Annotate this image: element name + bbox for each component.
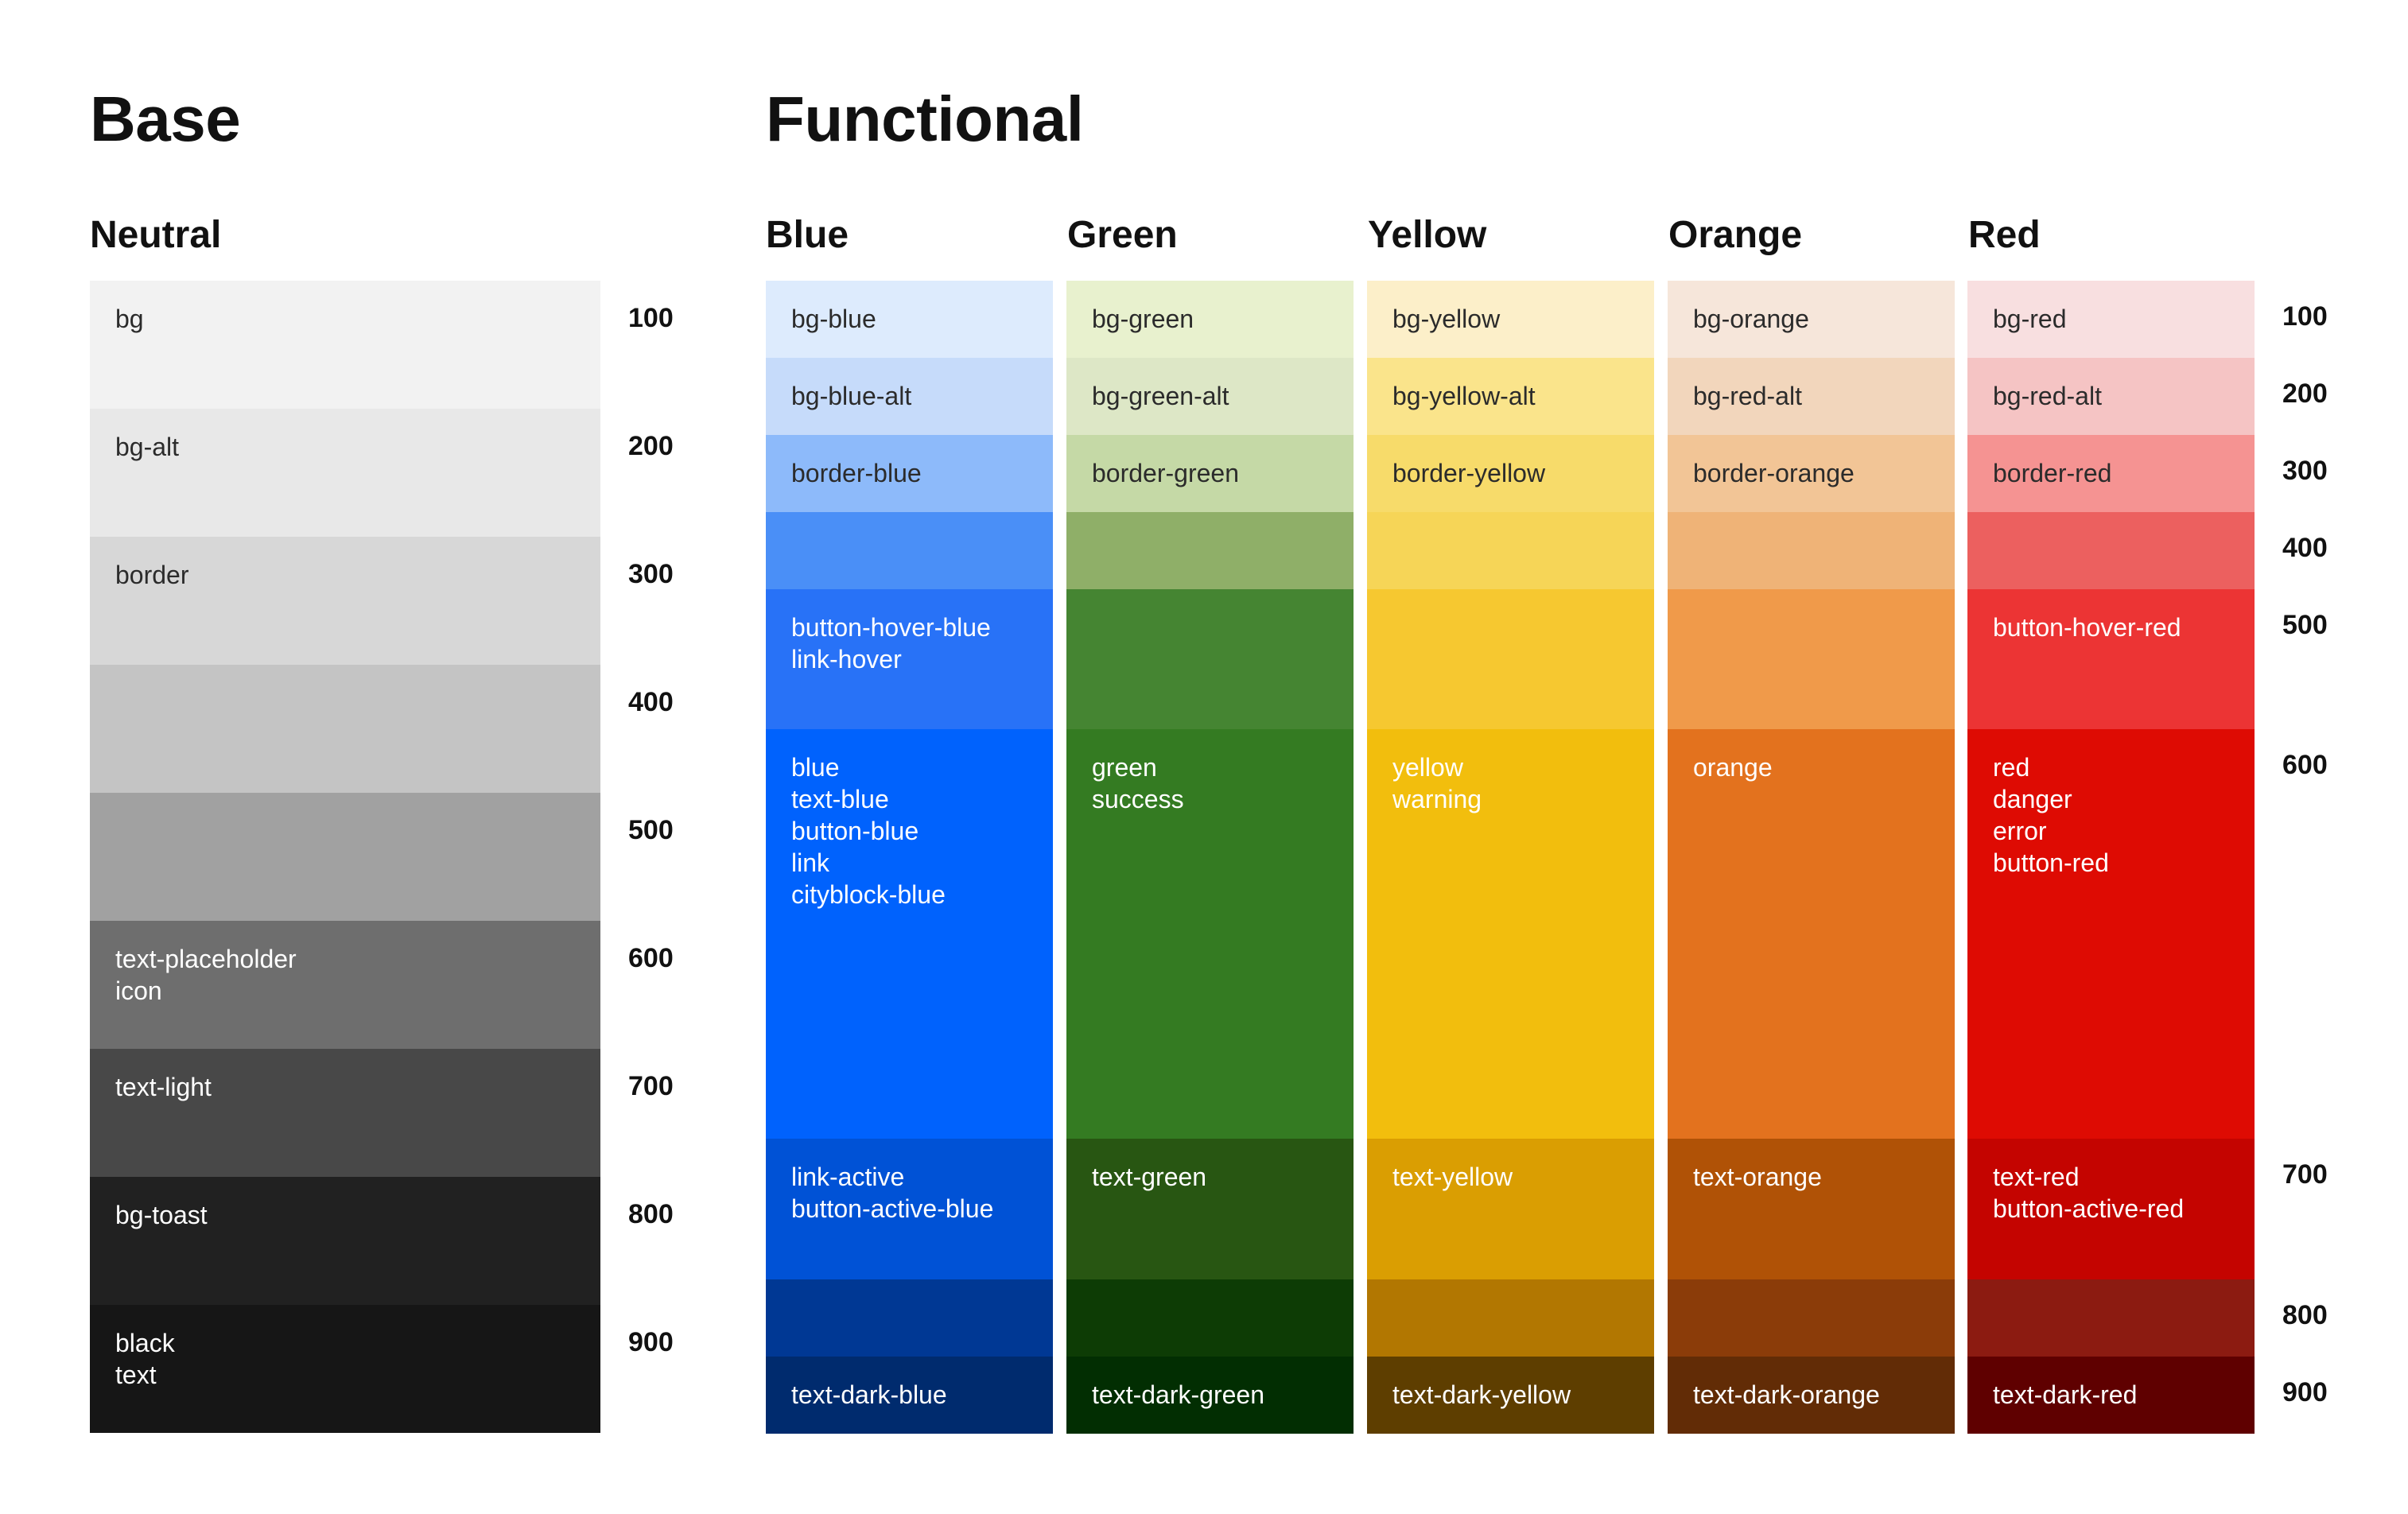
group-title-yellow: Yellow bbox=[1368, 214, 1487, 256]
orange-swatch-300: border-orange bbox=[1668, 435, 1955, 512]
red-scale-label-600: 600 bbox=[2282, 750, 2328, 780]
yellow-swatch-800 bbox=[1367, 1279, 1654, 1357]
neutral-swatch-300: border bbox=[90, 537, 600, 665]
neutral-swatch-600: text-placeholder icon bbox=[90, 921, 600, 1049]
orange-swatch-200: bg-red-alt bbox=[1668, 358, 1955, 435]
yellow-swatch-700: text-yellow bbox=[1367, 1139, 1654, 1279]
orange-swatch-400 bbox=[1668, 512, 1955, 589]
neutral-swatch-700: text-light bbox=[90, 1049, 600, 1177]
neutral-scale-label-300: 300 bbox=[628, 559, 674, 589]
neutral-swatch-100: bg bbox=[90, 281, 600, 409]
green-swatch-300: border-green bbox=[1066, 435, 1354, 512]
orange-swatch-100: bg-orange bbox=[1668, 281, 1955, 358]
blue-swatch-400 bbox=[766, 512, 1053, 589]
red-swatch-300: border-red bbox=[1967, 435, 2255, 512]
red-swatch-200: bg-red-alt bbox=[1967, 358, 2255, 435]
red-scale-label-400: 400 bbox=[2282, 533, 2328, 563]
yellow-swatch-900: text-dark-yellow bbox=[1367, 1357, 1654, 1434]
yellow-swatch-300: border-yellow bbox=[1367, 435, 1654, 512]
green-swatch-700: text-green bbox=[1066, 1139, 1354, 1279]
red-scale-label-200: 200 bbox=[2282, 378, 2328, 409]
blue-swatch-100: bg-blue bbox=[766, 281, 1053, 358]
red-scale-label-700: 700 bbox=[2282, 1159, 2328, 1190]
blue-swatch-500: button-hover-blue link-hover bbox=[766, 589, 1053, 729]
neutral-scale-label-800: 800 bbox=[628, 1199, 674, 1229]
neutral-swatch-500 bbox=[90, 793, 600, 921]
neutral-scale-label-400: 400 bbox=[628, 687, 674, 717]
group-title-blue: Blue bbox=[766, 214, 849, 256]
yellow-swatch-400 bbox=[1367, 512, 1654, 589]
group-title-neutral: Neutral bbox=[90, 214, 222, 256]
blue-swatch-200: bg-blue-alt bbox=[766, 358, 1053, 435]
orange-swatch-600: orange bbox=[1668, 729, 1955, 1139]
red-swatch-500: button-hover-red bbox=[1967, 589, 2255, 729]
orange-swatch-500 bbox=[1668, 589, 1955, 729]
green-swatch-900: text-dark-green bbox=[1066, 1357, 1354, 1434]
neutral-scale-label-500: 500 bbox=[628, 815, 674, 845]
blue-swatch-600: blue text-blue button-blue link citybloc… bbox=[766, 729, 1053, 1139]
red-swatch-800 bbox=[1967, 1279, 2255, 1357]
yellow-swatch-600: yellow warning bbox=[1367, 729, 1654, 1139]
blue-swatch-800 bbox=[766, 1279, 1053, 1357]
blue-swatch-700: link-active button-active-blue bbox=[766, 1139, 1053, 1279]
red-swatch-400 bbox=[1967, 512, 2255, 589]
neutral-scale-label-200: 200 bbox=[628, 431, 674, 461]
yellow-swatch-500 bbox=[1367, 589, 1654, 729]
neutral-scale-label-700: 700 bbox=[628, 1071, 674, 1101]
yellow-swatch-200: bg-yellow-alt bbox=[1367, 358, 1654, 435]
green-swatch-600: green success bbox=[1066, 729, 1354, 1139]
group-title-orange: Orange bbox=[1668, 214, 1803, 256]
group-title-green: Green bbox=[1067, 214, 1178, 256]
neutral-swatch-200: bg-alt bbox=[90, 409, 600, 537]
blue-swatch-900: text-dark-blue bbox=[766, 1357, 1053, 1434]
red-swatch-900: text-dark-red bbox=[1967, 1357, 2255, 1434]
red-scale-label-900: 900 bbox=[2282, 1377, 2328, 1407]
neutral-swatch-400 bbox=[90, 665, 600, 793]
neutral-scale-label-600: 600 bbox=[628, 943, 674, 973]
heading-functional: Functional bbox=[766, 83, 1084, 154]
yellow-swatch-100: bg-yellow bbox=[1367, 281, 1654, 358]
neutral-swatch-800: bg-toast bbox=[90, 1177, 600, 1305]
red-swatch-700: text-red button-active-red bbox=[1967, 1139, 2255, 1279]
green-swatch-800 bbox=[1066, 1279, 1354, 1357]
red-swatch-100: bg-red bbox=[1967, 281, 2255, 358]
orange-swatch-700: text-orange bbox=[1668, 1139, 1955, 1279]
red-scale-label-800: 800 bbox=[2282, 1300, 2328, 1330]
red-scale-label-500: 500 bbox=[2282, 610, 2328, 640]
red-scale-label-300: 300 bbox=[2282, 456, 2328, 486]
red-scale-label-100: 100 bbox=[2282, 301, 2328, 332]
orange-swatch-900: text-dark-orange bbox=[1668, 1357, 1955, 1434]
blue-swatch-300: border-blue bbox=[766, 435, 1053, 512]
green-swatch-500 bbox=[1066, 589, 1354, 729]
heading-base: Base bbox=[90, 83, 241, 154]
neutral-scale-label-100: 100 bbox=[628, 303, 674, 333]
orange-swatch-800 bbox=[1668, 1279, 1955, 1357]
green-swatch-400 bbox=[1066, 512, 1354, 589]
group-title-red: Red bbox=[1968, 214, 2041, 256]
red-swatch-600: red danger error button-red bbox=[1967, 729, 2255, 1139]
green-swatch-100: bg-green bbox=[1066, 281, 1354, 358]
neutral-swatch-900: black text bbox=[90, 1305, 600, 1433]
green-swatch-200: bg-green-alt bbox=[1066, 358, 1354, 435]
neutral-scale-label-900: 900 bbox=[628, 1327, 674, 1357]
